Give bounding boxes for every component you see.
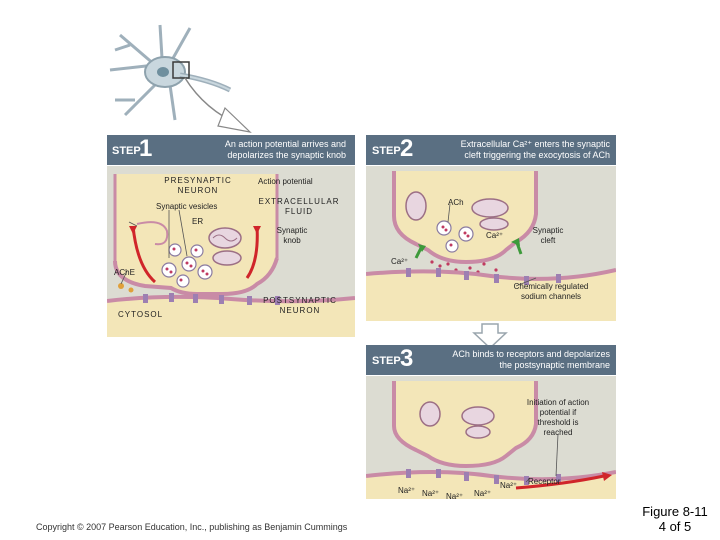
action-potential-label: Action potential	[258, 177, 313, 186]
ca-lower-label: Ca²⁺	[391, 257, 409, 266]
step1-description: An action potential arrives and depolari…	[224, 139, 346, 160]
step2-description-line2: cleft triggering the exocytosis of ACh	[464, 150, 610, 160]
na-label: Na²⁺	[422, 489, 440, 498]
synaptic-knob-label: Synaptic knob	[276, 226, 308, 245]
step1-illustration	[107, 174, 355, 337]
step3-number: 3	[400, 345, 414, 372]
presynaptic-label: PRESYNAPTIC NEURON	[164, 176, 232, 195]
synaptic-vesicles-label: Synaptic vesicles	[156, 202, 218, 211]
neuron-thumbnail	[109, 24, 252, 133]
step2-word: STEP	[372, 145, 401, 157]
down-arrow-icon	[472, 323, 508, 349]
figure-number: Figure 8-11	[642, 504, 708, 519]
receptor-label: Receptor	[528, 477, 561, 486]
ach-label: ACh	[448, 198, 464, 207]
step2-description-line1: Extracellular Ca²⁺ enters the synaptic	[460, 139, 610, 149]
step2-number: 2	[400, 135, 414, 162]
step3-header	[366, 345, 616, 375]
step1-header	[107, 135, 355, 165]
step3-description-line2: the postsynaptic membrane	[499, 360, 610, 370]
na-label: Na²⁺	[446, 492, 464, 501]
step1-word: STEP	[112, 145, 141, 157]
synaptic-cleft-label: Synaptic cleft	[532, 226, 564, 245]
sodium-channels-label: Chemically regulated sodium channels	[513, 282, 589, 301]
extracellular-fluid-label: EXTRACELLULAR FLUID	[258, 197, 340, 216]
step2-header	[366, 135, 616, 165]
step2-illustration	[366, 171, 616, 321]
na-label: Na²⁺	[398, 486, 416, 495]
er-label: ER	[192, 217, 204, 226]
na-label: Na²⁺	[474, 489, 492, 498]
postsynaptic-label: POSTSYNAPTIC NEURON	[263, 296, 337, 315]
step1-number: 1	[139, 135, 153, 162]
figure-page: 4 of 5	[658, 519, 692, 534]
ache-label: AChE	[114, 268, 135, 277]
copyright-text: Copyright © 2007 Pearson Education, Inc.…	[36, 522, 348, 532]
step3-word: STEP	[372, 355, 401, 367]
initiation-label: Initiation of action potential if thresh…	[526, 398, 590, 437]
ca-upper-label: Ca²⁺	[486, 231, 504, 240]
step3-illustration	[366, 381, 616, 499]
na-label: Na²⁺	[500, 481, 518, 490]
cytosol-label: CYTOSOL	[118, 310, 164, 319]
step3-description-line1: ACh binds to receptors and depolarizes	[452, 349, 610, 359]
